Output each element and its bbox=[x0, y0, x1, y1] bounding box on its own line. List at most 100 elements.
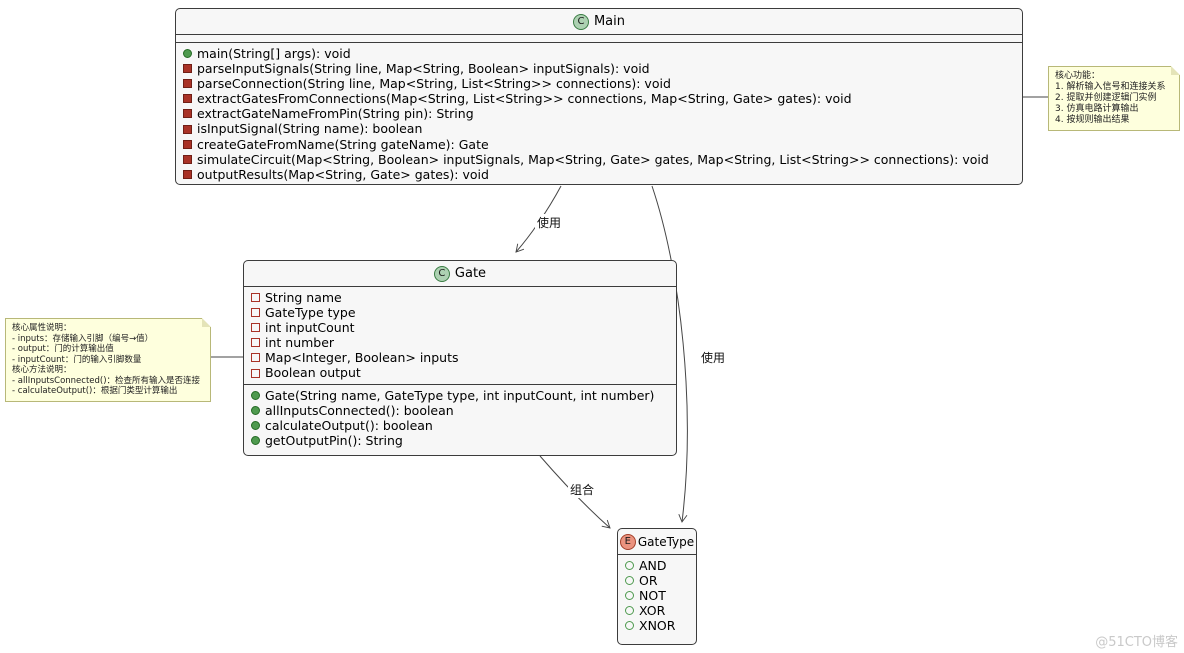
visibility-icon bbox=[183, 64, 192, 74]
note-line: - allInputsConnected()：检查所有输入是否连接 bbox=[12, 375, 201, 386]
member-text: Gate(String name, GateType type, int inp… bbox=[265, 387, 655, 403]
note-line: - inputCount：门的输入引脚数量 bbox=[12, 354, 142, 365]
enum-gatetype-name: GateType bbox=[637, 534, 695, 549]
class-main-methods-compartment: main(String[] args): void parseInputSign… bbox=[176, 43, 1022, 184]
visibility-icon bbox=[183, 94, 192, 104]
member-text: extractGatesFromConnections(Map<String, … bbox=[197, 91, 852, 107]
enum-value-row: XNOR bbox=[625, 618, 689, 633]
member-text: simulateCircuit(Map<String, Boolean> inp… bbox=[197, 151, 989, 167]
class-spot-icon: C bbox=[572, 13, 589, 30]
member-text: createGateFromName(String gateName): Gat… bbox=[197, 136, 489, 152]
field-row: int inputCount bbox=[251, 320, 669, 335]
note-line: - output：门的计算输出值 bbox=[12, 344, 114, 354]
visibility-icon bbox=[251, 390, 260, 400]
member-text: XOR bbox=[639, 603, 666, 619]
method-row: simulateCircuit(Map<String, Boolean> inp… bbox=[183, 152, 1015, 167]
class-main-fields-compartment bbox=[176, 35, 1022, 43]
member-text: Map<Integer, Boolean> inputs bbox=[265, 350, 459, 366]
visibility-icon bbox=[183, 49, 192, 59]
class-main: C Main main(String[] args): void parseIn… bbox=[175, 8, 1023, 185]
member-text: int number bbox=[265, 335, 335, 351]
visibility-icon bbox=[183, 154, 192, 164]
method-row: parseInputSignals(String line, Map<Strin… bbox=[183, 61, 1015, 76]
visibility-icon bbox=[625, 591, 634, 601]
edge-label-main-uses-gate: 使用 bbox=[535, 214, 564, 231]
visibility-icon bbox=[183, 79, 192, 89]
enum-value-row: NOT bbox=[625, 588, 689, 603]
enum-spot-icon: E bbox=[619, 533, 636, 550]
field-row: String name bbox=[251, 290, 669, 305]
field-row: Map<Integer, Boolean> inputs bbox=[251, 350, 669, 365]
member-text: int inputCount bbox=[265, 320, 355, 336]
enum-value-row: AND bbox=[625, 558, 689, 573]
note-line: 1. 解析输入信号和连接关系 bbox=[1055, 82, 1166, 92]
visibility-icon bbox=[183, 139, 192, 149]
method-row: main(String[] args): void bbox=[183, 46, 1015, 61]
class-main-header: C Main bbox=[176, 9, 1022, 35]
enum-gatetype-header: E GateType bbox=[618, 529, 696, 555]
member-text: extractGateNameFromPin(String pin): Stri… bbox=[197, 106, 474, 122]
note-gate-details: 核心属性说明： - inputs：存储输入引脚（编号→值） - output：门… bbox=[5, 318, 211, 402]
method-row: parseConnection(String line, Map<String,… bbox=[183, 76, 1015, 91]
class-gate-name: Gate bbox=[454, 266, 487, 281]
class-gate-methods-compartment: Gate(String name, GateType type, int inp… bbox=[244, 383, 676, 451]
visibility-icon bbox=[251, 353, 260, 363]
class-main-name: Main bbox=[593, 14, 626, 29]
class-gate: C Gate String name GateType type int inp… bbox=[243, 260, 677, 456]
enum-value-row: OR bbox=[625, 573, 689, 588]
method-row: calculateOutput(): boolean bbox=[251, 418, 669, 433]
member-text: outputResults(Map<String, Gate> gates): … bbox=[197, 166, 489, 182]
method-row: outputResults(Map<String, Gate> gates): … bbox=[183, 167, 1015, 182]
edge-main-uses-gatetype bbox=[651, 185, 688, 523]
visibility-icon bbox=[251, 338, 260, 348]
note-line: 4. 按规则输出结果 bbox=[1055, 115, 1130, 125]
member-text: GateType type bbox=[265, 305, 356, 321]
visibility-icon bbox=[183, 109, 192, 119]
member-text: parseInputSignals(String line, Map<Strin… bbox=[197, 61, 650, 77]
field-row: GateType type bbox=[251, 305, 669, 320]
visibility-icon bbox=[625, 561, 634, 571]
class-gate-fields-compartment: String name GateType type int inputCount… bbox=[244, 287, 676, 384]
visibility-icon bbox=[183, 169, 192, 179]
member-text: calculateOutput(): boolean bbox=[265, 417, 433, 433]
member-text: main(String[] args): void bbox=[197, 46, 351, 61]
visibility-icon bbox=[625, 606, 634, 616]
visibility-icon bbox=[251, 323, 260, 333]
note-line: 2. 提取并创建逻辑门实例 bbox=[1055, 93, 1157, 103]
method-row: extractGateNameFromPin(String pin): Stri… bbox=[183, 106, 1015, 121]
edge-label-gate-composes-gatetype: 组合 bbox=[568, 481, 597, 498]
enum-gatetype: E GateType AND OR NOT XOR bbox=[617, 528, 697, 645]
edge-label-main-uses-gatetype: 使用 bbox=[699, 349, 728, 366]
member-text: AND bbox=[639, 558, 667, 573]
method-row: extractGatesFromConnections(Map<String, … bbox=[183, 91, 1015, 106]
visibility-icon bbox=[625, 576, 634, 586]
method-row: isInputSignal(String name): boolean bbox=[183, 121, 1015, 136]
note-line: - calculateOutput()：根据门类型计算输出 bbox=[12, 386, 178, 396]
field-row: int number bbox=[251, 335, 669, 350]
note-line: 3. 仿真电路计算输出 bbox=[1055, 104, 1139, 114]
visibility-icon bbox=[251, 405, 260, 415]
enum-value-row: XOR bbox=[625, 603, 689, 618]
member-text: parseConnection(String line, Map<String,… bbox=[197, 76, 671, 92]
member-text: OR bbox=[639, 573, 658, 589]
member-text: getOutputPin(): String bbox=[265, 432, 403, 448]
member-text: allInputsConnected(): boolean bbox=[265, 402, 454, 418]
visibility-icon bbox=[251, 293, 260, 303]
visibility-icon bbox=[251, 308, 260, 318]
member-text: NOT bbox=[639, 588, 666, 604]
note-line: 核心功能： bbox=[1055, 71, 1101, 81]
member-text: Boolean output bbox=[265, 365, 361, 381]
enum-gatetype-values-compartment: AND OR NOT XOR XNOR bbox=[618, 555, 696, 636]
note-line: 核心方法说明： bbox=[12, 365, 72, 375]
visibility-icon bbox=[183, 124, 192, 134]
method-row: allInputsConnected(): boolean bbox=[251, 403, 669, 418]
class-gate-header: C Gate bbox=[244, 261, 676, 287]
watermark: @51CTO博客 bbox=[1095, 635, 1178, 650]
class-spot-icon: C bbox=[433, 265, 450, 282]
field-row: Boolean output bbox=[251, 365, 669, 380]
note-main-functions: 核心功能： 1. 解析输入信号和连接关系 2. 提取并创建逻辑门实例 3. 仿真… bbox=[1048, 66, 1180, 131]
method-row: createGateFromName(String gateName): Gat… bbox=[183, 137, 1015, 152]
method-row: getOutputPin(): String bbox=[251, 433, 669, 448]
member-text: XNOR bbox=[639, 618, 676, 634]
